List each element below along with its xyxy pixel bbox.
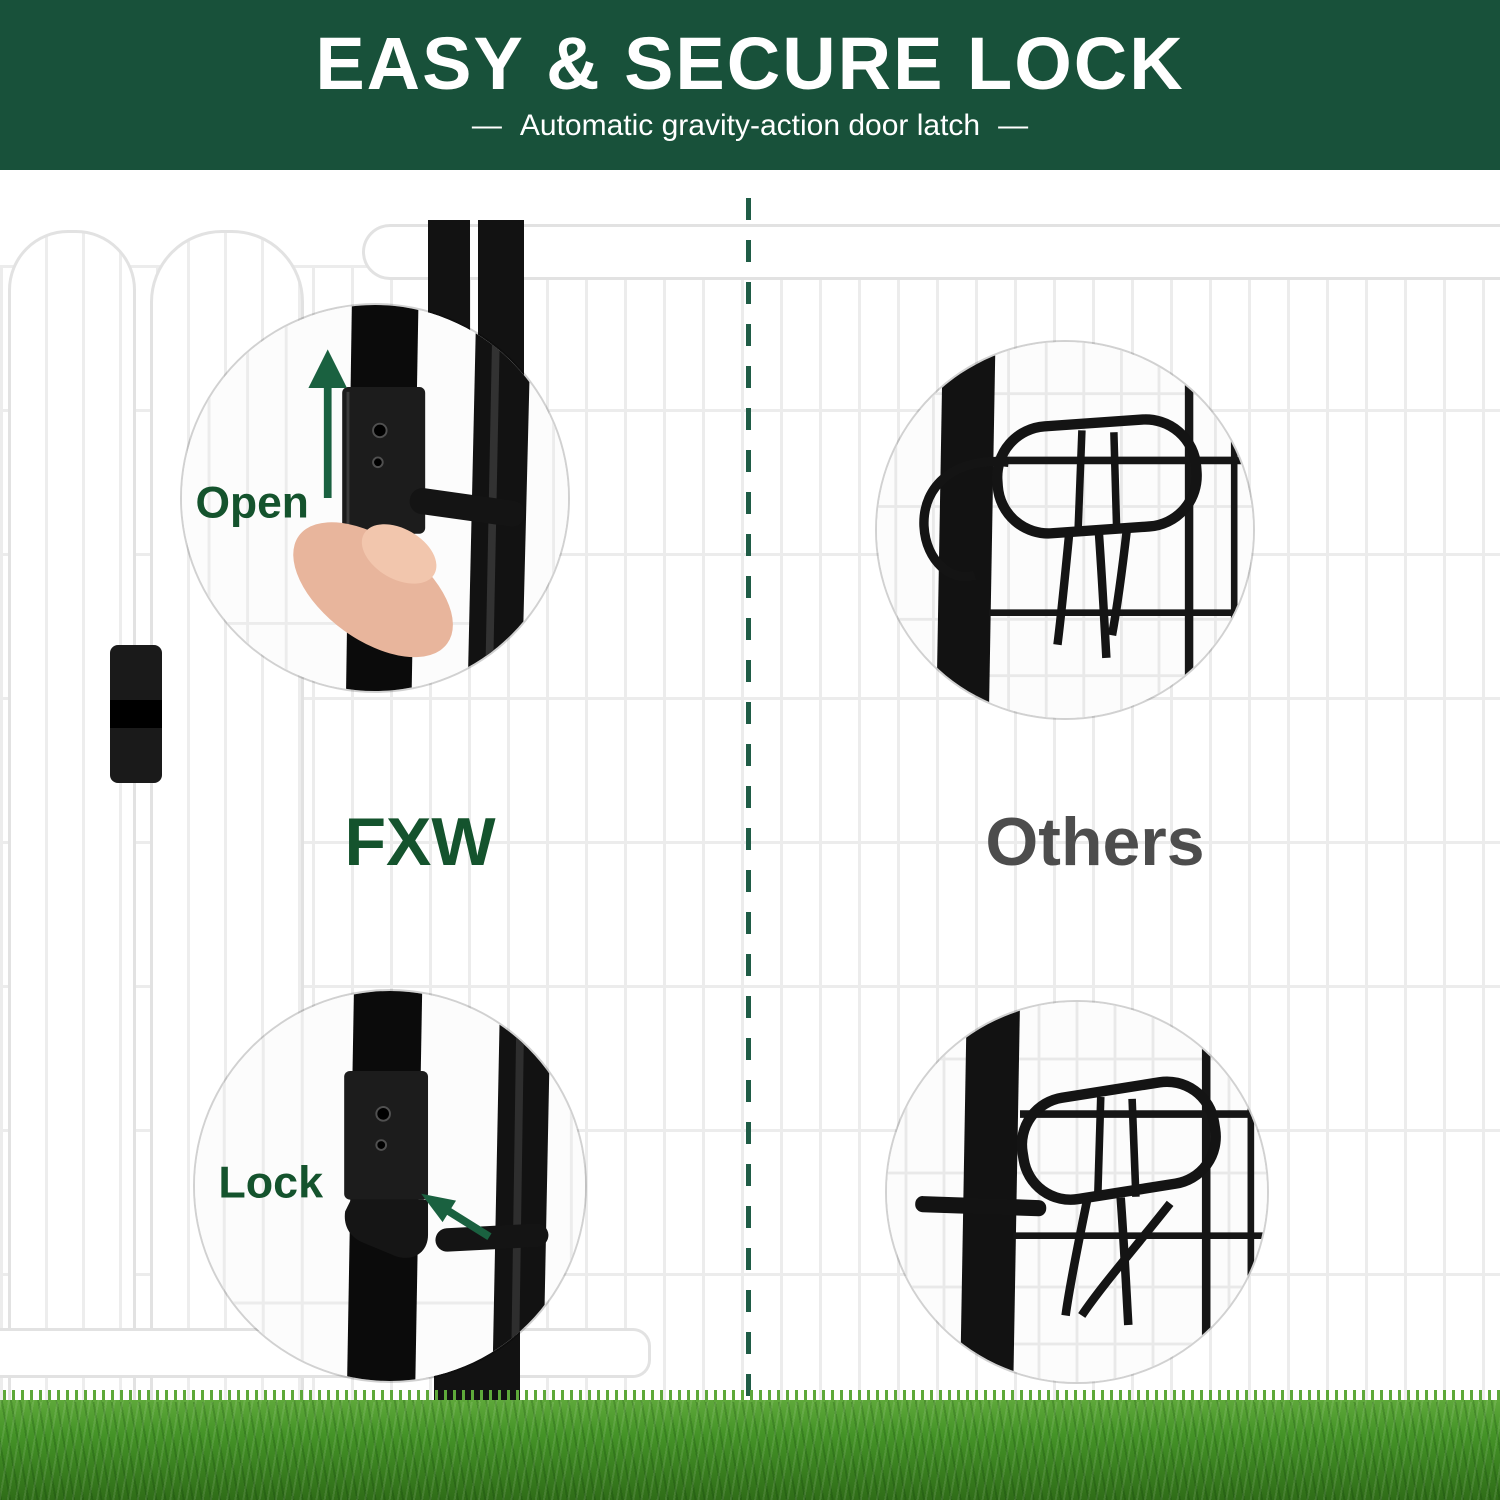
latch-handle-pin — [435, 1223, 549, 1252]
fxw-open-latch-illustration: Open — [182, 305, 568, 691]
latch-bracket — [344, 1070, 429, 1200]
wire-latch-loop — [992, 414, 1202, 539]
header-banner: EASY & SECURE LOCK — Automatic gravity-a… — [0, 0, 1500, 170]
pen-post — [936, 342, 996, 718]
gravity-latch-hook — [344, 1199, 429, 1258]
others-brand-label: Others — [985, 804, 1205, 880]
up-left-arrow-icon — [421, 1193, 492, 1241]
wire-latch-loop — [1016, 1076, 1221, 1205]
latch-hole — [372, 456, 384, 469]
wire-latch-prongs — [1061, 1096, 1174, 1326]
latch-handle-pin — [409, 488, 525, 527]
fence-arch-post — [8, 230, 136, 1408]
fxw-lock-latch-illustration: Lock — [195, 991, 585, 1381]
subtitle-dash-left: — — [471, 109, 502, 142]
comparison-divider — [746, 198, 751, 1438]
gate-frame-highlight — [510, 991, 525, 1381]
fxw-open-latch-photo: Open — [182, 305, 568, 691]
others-latch-illustration-top — [877, 342, 1253, 718]
grass-strip — [0, 1390, 1500, 1500]
latch-pin — [915, 1196, 1047, 1217]
fxw-lock-latch-photo: Lock — [195, 991, 585, 1381]
finger — [293, 522, 453, 658]
others-latch-photo-top — [877, 342, 1253, 718]
fingertip — [361, 524, 437, 584]
latch-hook — [919, 456, 1010, 582]
pen-post — [960, 1002, 1020, 1382]
gate-hinge — [110, 645, 162, 783]
subtitle-dash-right: — — [998, 109, 1029, 142]
fxw-brand-label: FXW — [344, 804, 496, 880]
open-label: Open — [196, 478, 309, 527]
latch-hole — [372, 422, 388, 439]
latch-hole — [375, 1139, 388, 1151]
page-title: EASY & SECURE LOCK — [315, 22, 1185, 105]
latch-bracket — [342, 387, 426, 534]
wire-latch-prongs — [1053, 430, 1132, 659]
others-latch-illustration-bottom — [887, 1002, 1267, 1382]
gate-frame-bar — [467, 305, 532, 691]
lock-label: Lock — [218, 1157, 323, 1208]
subtitle-text: Automatic gravity-action door latch — [519, 109, 981, 142]
latch-hole — [375, 1106, 391, 1122]
fence-top-rail — [362, 224, 1500, 280]
page-subtitle: — Automatic gravity-action door latch — — [472, 109, 1028, 143]
up-arrow-icon — [308, 349, 348, 498]
others-latch-photo-bottom — [887, 1002, 1267, 1382]
